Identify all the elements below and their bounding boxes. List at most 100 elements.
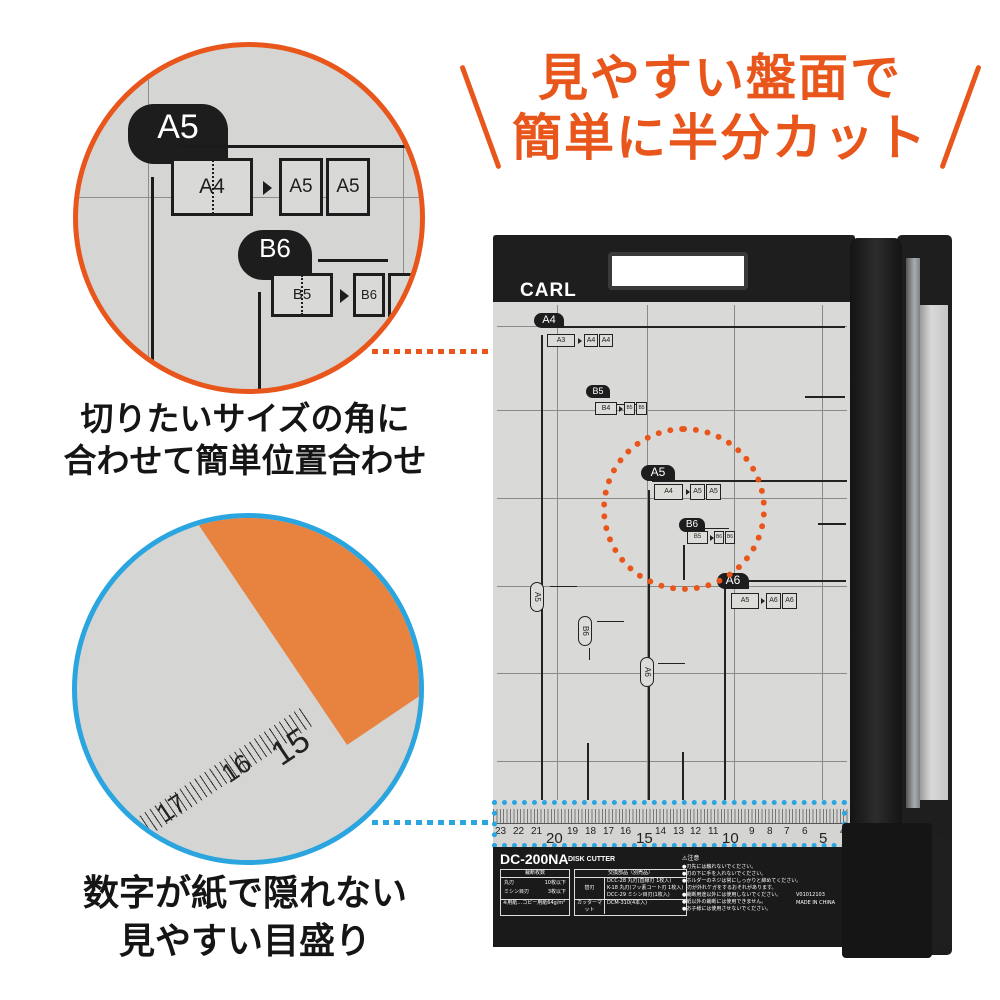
cutter-rail-guide [906, 258, 920, 808]
caution-line: ●ホルダーのネジは常にしっかりと締めてください。 [682, 878, 802, 884]
guide-line [738, 580, 846, 582]
model-number: DC-200NA [500, 851, 569, 867]
ruler-number: 21 [531, 826, 543, 837]
guide-line [318, 259, 388, 262]
guide-source-a3: A3 [547, 334, 575, 347]
capacity-table: 裁断枚数 丸刃 10枚以下 ミシン目刃 3枚以下 ※用紙…コピー用紙64g/m² [500, 869, 570, 916]
ruler-caption-line-1: 数字が紙で隠れない [82, 873, 407, 914]
fold-line [212, 160, 214, 214]
caution-line: ●裁断用途以外には使用しないでください。 [682, 892, 782, 898]
ruler-baseline [493, 823, 850, 824]
arrow-icon [578, 338, 582, 344]
carry-handle[interactable] [608, 252, 748, 290]
orange-connector-line [372, 349, 520, 354]
arrow-icon [619, 406, 623, 412]
caution-line: ●お子様には使用させないでください。 [682, 906, 772, 912]
caution-title: ⚠注意 [682, 855, 700, 862]
ruler-number: 12 [690, 826, 702, 837]
guide-line [541, 335, 543, 800]
ruler-number: 16 [620, 826, 632, 837]
blue-connector-line [372, 820, 492, 825]
guide-tab-a4: A4 [534, 313, 564, 328]
guide-line [597, 404, 647, 405]
guide-line [560, 326, 845, 328]
parts-row: カッターマット DCM-310(4本入) [576, 900, 648, 914]
ruler-number: 6 [802, 826, 808, 837]
guide-result: B5 [624, 402, 635, 415]
result-box-b6: B6 [353, 273, 385, 317]
guide-line [587, 743, 589, 800]
cutter-slider-bar[interactable] [850, 238, 902, 858]
arrow-icon [340, 289, 349, 303]
guide-line [258, 292, 261, 389]
ruler-number: 18 [585, 826, 597, 837]
capacity-row: ミシン目刃 3枚以下 [504, 889, 566, 895]
guide-line [658, 663, 685, 664]
ruler-number: 14 [655, 826, 667, 837]
guide-source-a5: A5 [731, 593, 759, 609]
ruler-number: 22 [513, 826, 525, 837]
guide-line [589, 648, 590, 660]
grid-line [497, 673, 847, 674]
caution-line: ●刃の下に手を入れないでください。 [682, 871, 767, 877]
arrow-icon [761, 598, 765, 604]
ruler-number: 23 [495, 826, 507, 837]
capacity-note: ※用紙…コピー用紙64g/m² [501, 899, 569, 907]
size-tab-a5: A5 [128, 104, 228, 164]
ruler-zoom-circle: 17 16 15 [72, 513, 424, 865]
guide-result: B5 [636, 402, 647, 415]
vertical-tab-a5: A5 [530, 582, 544, 612]
guide-line [682, 752, 684, 800]
guide-line [178, 145, 420, 148]
result-box-a5: A5 [279, 158, 323, 216]
caution-line: ●紙以外の裁断には使用できません。 [682, 899, 767, 905]
ruler-number: 17 [603, 826, 615, 837]
caution-line: ●刃先には触れないでください。 [682, 864, 757, 870]
ruler-caption: 数字が紙で隠れない 見やすい目盛り [40, 870, 450, 966]
guide-tab-b5: B5 [586, 385, 610, 398]
headline-line-2: 簡単に半分カット [512, 109, 928, 167]
guide-line [550, 586, 577, 587]
fold-line [301, 275, 303, 315]
guide-source-b4: B4 [595, 402, 617, 415]
parts-row: 替刃 DCC-28 丸刃(直線刃 1枚入) K-18 丸刃(フッ素コート刃 1枚… [575, 878, 686, 900]
capacity-title: 裁断枚数 [501, 870, 569, 878]
ruler-number-major: 10 [722, 830, 739, 847]
ruler-number: 7 [784, 826, 790, 837]
headline: 見やすい盤面で 簡単に半分カット [470, 48, 970, 168]
grid-line [497, 410, 847, 411]
product-type: DISK CUTTER [568, 856, 616, 863]
guide-line [724, 588, 726, 800]
ruler-ticks [493, 809, 850, 823]
cutter-head-side [928, 835, 950, 945]
alignment-caption-line-1: 切りたいサイズの角に [80, 399, 410, 438]
result-box-b6 [388, 273, 420, 317]
guide-line [805, 396, 845, 398]
serial-number: V01012103 [796, 892, 825, 898]
ruler-number: 19 [567, 826, 579, 837]
ruler-number: 9 [749, 826, 755, 837]
vertical-tab-a6: A6 [640, 657, 654, 687]
guide-result: A6 [766, 593, 781, 609]
guide-line [597, 621, 624, 622]
result-box-a5: A5 [326, 158, 370, 216]
guide-line [151, 177, 154, 389]
ruler-caption-line-2: 見やすい目盛り [118, 921, 371, 962]
guide-result: A4 [584, 334, 598, 347]
capacity-row: 丸刃 10枚以下 [504, 880, 566, 886]
grid-line [822, 305, 823, 800]
country-of-origin: MADE IN CHINA [796, 900, 836, 906]
cutter-rail-silver [920, 305, 948, 800]
guide-result: A6 [782, 593, 797, 609]
grid-line [148, 47, 149, 389]
guide-line [818, 523, 846, 525]
guide-result: A4 [599, 334, 613, 347]
alignment-caption: 切りたいサイズの角に 合わせて簡単位置合わせ [10, 398, 480, 482]
ruler-number: 13 [673, 826, 685, 837]
cutter-head[interactable] [842, 823, 932, 958]
grid-line [497, 761, 847, 762]
parts-table: 交換部品（別売品） 替刃 DCC-28 丸刃(直線刃 1枚入) K-18 丸刃(… [574, 869, 687, 916]
guide-line [648, 490, 650, 800]
label-plate [493, 847, 850, 947]
ruler-number-major: 5 [819, 830, 828, 847]
